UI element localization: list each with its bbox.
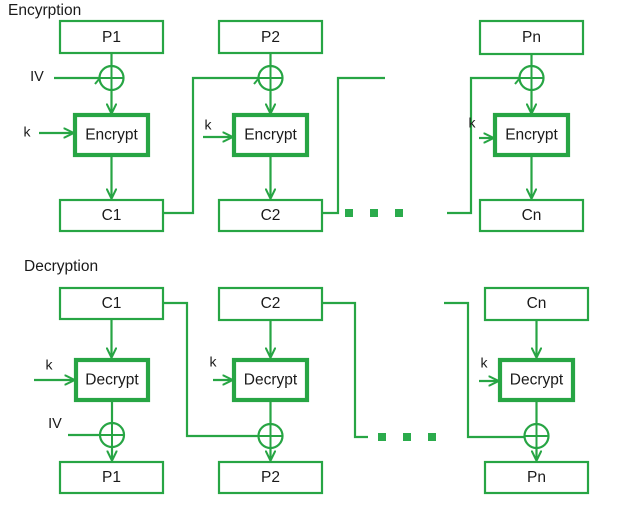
- plaintext-box-p2: [217, 19, 324, 55]
- ciphertext-box-dec-cn: [483, 286, 590, 322]
- xor-cross-1: [100, 66, 123, 90]
- decrypt-block-label-2: Decrypt: [244, 372, 298, 389]
- ciphertext-label-dec-cn: Cn: [527, 295, 547, 312]
- decrypt-stage-n: Cn k Decrypt Pn: [444, 286, 590, 495]
- ciphertext-label-cn: Cn: [522, 207, 542, 224]
- plaintext-box-dec-p2: [217, 460, 324, 495]
- feedback-wire-dec-to-xor-n: [444, 301, 525, 439]
- decrypt-ellipsis: [378, 433, 436, 441]
- decrypt-block-2: [231, 357, 310, 403]
- encrypt-block-label-2: Encrypt: [244, 127, 297, 144]
- encrypt-ellipsis: [345, 209, 403, 217]
- ellipsis-dot: [345, 209, 353, 217]
- ciphertext-label-dec-c2: C2: [261, 295, 281, 312]
- encrypt-block-label-1: Encrypt: [85, 127, 138, 144]
- ciphertext-label-c1: C1: [102, 207, 122, 224]
- key-label-dec-n: k: [481, 355, 489, 371]
- feedback-wire-c1-to-xor2: [163, 76, 261, 215]
- ellipsis-dot: [370, 209, 378, 217]
- plaintext-label-dec-pn: Pn: [527, 469, 546, 486]
- encrypt-block-label-n: Encrypt: [505, 127, 558, 144]
- encrypt-block-1: [72, 112, 151, 158]
- ciphertext-box-c2: [217, 198, 324, 233]
- plaintext-box-dec-pn: [483, 460, 590, 495]
- decrypt-block-label-n: Decrypt: [510, 372, 564, 389]
- feedback-wire-to-xor-n: [447, 76, 522, 215]
- decryption-section-title: Decryption: [24, 258, 99, 275]
- plaintext-label-p1: P1: [102, 29, 121, 46]
- encrypt-stage-1: P1 IV k Encrypt C1: [24, 19, 261, 233]
- feedback-wire-dec-c1-to-xor2: [163, 301, 259, 438]
- xor-cross-n: [520, 66, 543, 90]
- ellipsis-dot: [403, 433, 411, 441]
- encrypt-stage-n: Pn k Encrypt Cn: [447, 19, 585, 233]
- ellipsis-dot: [395, 209, 403, 217]
- key-label-2: k: [205, 117, 213, 133]
- ciphertext-label-dec-c1: C1: [102, 295, 122, 312]
- plaintext-box-dec-p1: [58, 460, 165, 495]
- ciphertext-box-cn: [478, 198, 585, 233]
- feedback-wire-dec-c2-out: [322, 301, 368, 439]
- plaintext-label-pn: Pn: [522, 29, 541, 46]
- plaintext-box-p1: [58, 19, 165, 55]
- feedback-wire-c2-out: [322, 76, 385, 215]
- encryption-section-title: Encyrption: [8, 2, 82, 19]
- key-label-n: k: [469, 115, 477, 131]
- xor-cross-2: [259, 66, 282, 90]
- decrypt-stage-2: C2 k Decrypt P2: [210, 286, 368, 495]
- encrypt-stage-2: P2 k Encrypt C2: [203, 19, 385, 233]
- ciphertext-label-c2: C2: [261, 207, 281, 224]
- decrypt-block-n: [497, 357, 576, 403]
- xor-cross-dec-n: [525, 424, 548, 448]
- decrypt-block-1: [73, 357, 151, 403]
- iv-label-dec-1: IV: [48, 416, 62, 432]
- ellipsis-dot: [428, 433, 436, 441]
- ciphertext-box-dec-c2: [217, 286, 324, 322]
- ciphertext-box-dec-c1: [58, 286, 165, 321]
- plaintext-box-pn: [478, 19, 585, 56]
- iv-label-1: IV: [30, 69, 44, 85]
- encrypt-block-2: [231, 112, 310, 158]
- key-label-dec-2: k: [210, 354, 218, 370]
- key-label-dec-1: k: [46, 357, 54, 373]
- ciphertext-box-c1: [58, 198, 165, 233]
- plaintext-label-dec-p2: P2: [261, 469, 280, 486]
- key-label-1: k: [24, 124, 32, 140]
- decrypt-stage-1: C1 k Decrypt IV P1: [34, 286, 259, 495]
- decrypt-block-label-1: Decrypt: [85, 372, 139, 389]
- ellipsis-dot: [378, 433, 386, 441]
- xor-cross-dec-2: [259, 424, 282, 448]
- xor-cross-dec-1: [100, 423, 124, 447]
- encrypt-block-n: [492, 112, 571, 158]
- plaintext-label-p2: P2: [261, 29, 280, 46]
- plaintext-label-dec-p1: P1: [102, 469, 121, 486]
